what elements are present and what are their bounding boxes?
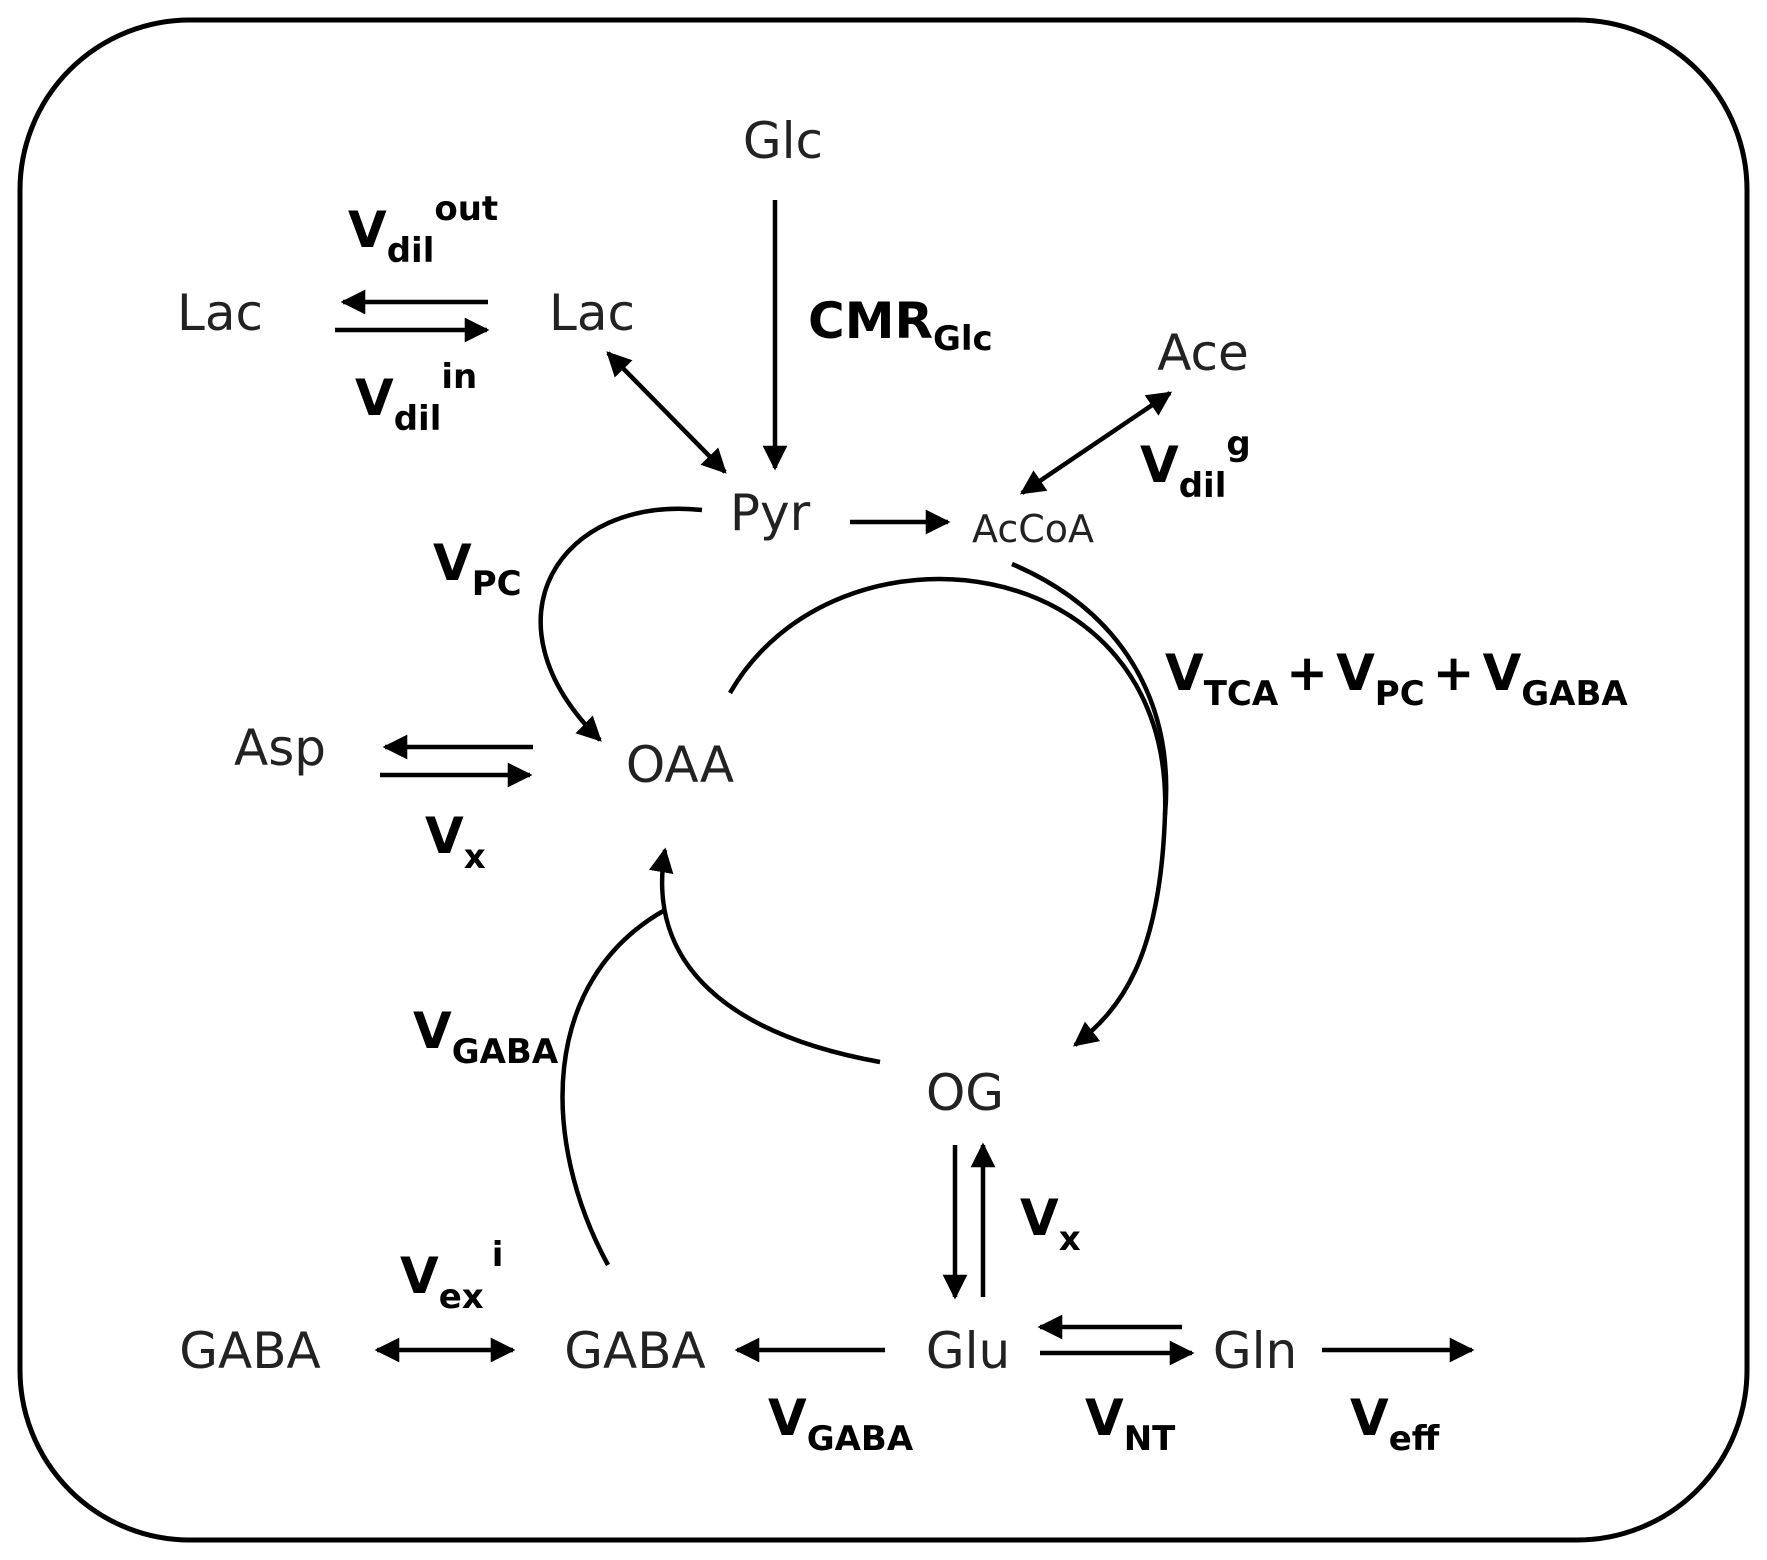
arrow-pyr-to-oaa xyxy=(538,506,703,742)
arrow-ace-accoa xyxy=(1019,391,1173,495)
arrow-gaba-to-oaa xyxy=(560,908,667,1267)
flux-label-v-dil-out: Vdilout xyxy=(348,189,498,271)
flux-label-v-dil-in: Vdilin xyxy=(355,357,477,439)
node-gaba-extracellular: GABA xyxy=(179,1322,320,1380)
flux-label-cmr-glc: CMRGlc xyxy=(808,292,993,359)
node-asp: Asp xyxy=(234,719,326,777)
node-ace: Ace xyxy=(1157,324,1249,382)
arc-accoa-to-tca xyxy=(1011,561,1169,816)
node-lac: Lac xyxy=(549,284,635,342)
flux-label-v-x-og: Vx xyxy=(1020,1189,1081,1259)
node-og: OG xyxy=(926,1064,1004,1122)
flux-label-v-x-asp: Vx xyxy=(425,807,486,877)
flux-label-v-pc: VPC xyxy=(433,534,522,604)
node-accoa: AcCoA xyxy=(972,507,1094,551)
node-glc: Glc xyxy=(743,112,823,170)
diagram-frame xyxy=(17,17,1750,1543)
flux-label-v-tca-sum: VTCA+VPC+VGABA xyxy=(1165,644,1628,714)
node-oaa: OAA xyxy=(626,736,734,794)
node-pyr: Pyr xyxy=(730,484,811,542)
arrow-lac-pyr xyxy=(606,351,727,474)
flux-label-v-eff: Veff xyxy=(1350,1389,1440,1459)
arrow-og-to-oaa xyxy=(649,847,881,1065)
flux-label-v-ex-i: Vexi xyxy=(400,1235,503,1317)
node-gln: Gln xyxy=(1213,1322,1297,1380)
arrow-tca-oaa-to-og xyxy=(728,576,1168,1047)
node-gaba: GABA xyxy=(564,1322,705,1380)
flux-label-v-gaba-glu: VGABA xyxy=(768,1389,914,1459)
flux-label-v-nt: VNT xyxy=(1085,1389,1176,1459)
flux-label-v-dil-g: Vdilg xyxy=(1140,424,1251,506)
flux-label-v-gaba-oaa: VGABA xyxy=(413,1002,559,1072)
node-glu: Glu xyxy=(926,1322,1010,1380)
node-lac-extracellular: Lac xyxy=(177,284,263,342)
